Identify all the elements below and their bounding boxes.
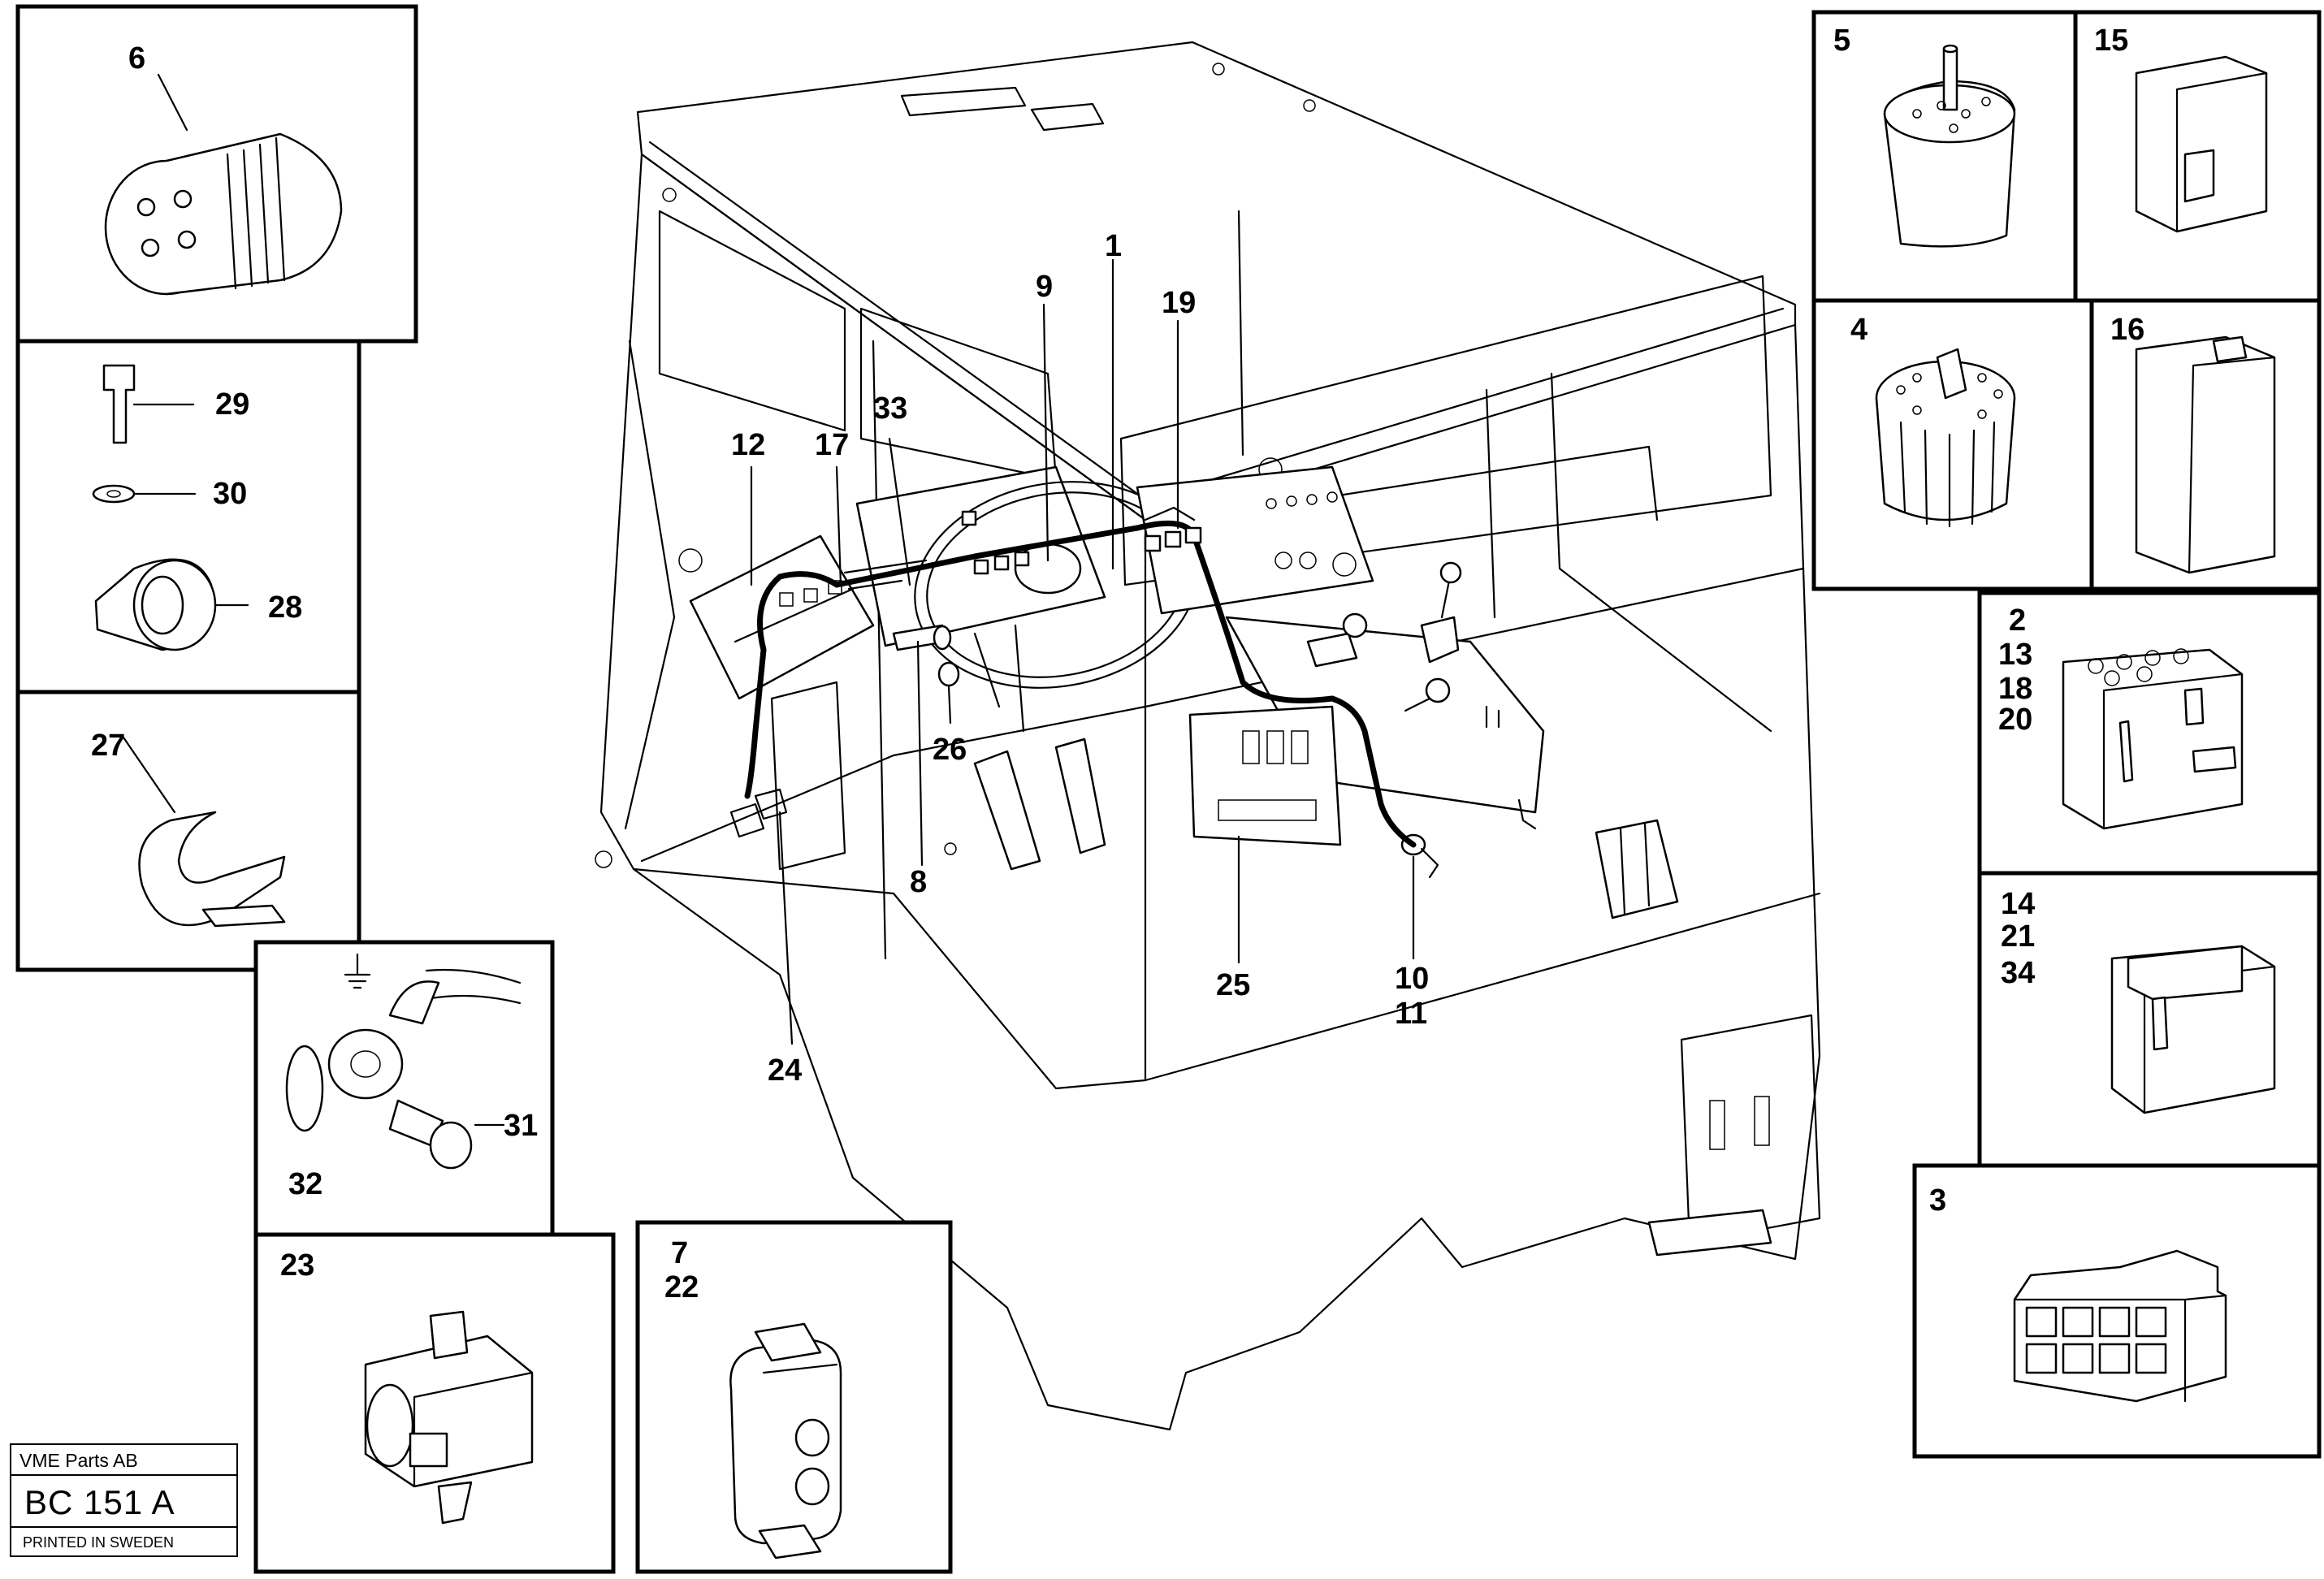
callout-4: 4 — [1850, 313, 1867, 347]
callout-15: 15 — [2094, 24, 2128, 58]
callout-26: 26 — [933, 733, 967, 767]
leader-lines — [750, 258, 1415, 1045]
detail-box-16 — [2089, 298, 2322, 591]
callout-1: 1 — [1105, 229, 1122, 263]
callout-29: 29 — [215, 387, 249, 422]
callout-34: 34 — [2001, 956, 2035, 990]
detail-box-7-22 — [635, 1220, 953, 1574]
print-note: PRINTED IN SWEDEN — [23, 1534, 175, 1551]
drawing-number: BC 151 A — [11, 1477, 236, 1528]
detail-box-14-21-34 — [1977, 871, 2322, 1168]
callout-16: 16 — [2110, 313, 2144, 347]
detail-box-2-13-18-20 — [1977, 591, 2322, 876]
callout-30: 30 — [213, 477, 247, 511]
title-block: VME Parts AB BC 151 A PRINTED IN SWEDEN — [10, 1443, 238, 1557]
callout-33: 33 — [873, 392, 907, 426]
callout-13: 13 — [1998, 638, 2032, 672]
callout-28: 28 — [268, 591, 302, 625]
callout-22: 22 — [664, 1270, 699, 1304]
callout-23: 23 — [280, 1248, 314, 1283]
callout-6: 6 — [128, 41, 145, 76]
callout-17: 17 — [815, 428, 849, 462]
detail-box-5 — [1811, 10, 2080, 303]
wire-harness — [744, 506, 1417, 848]
detail-box-31-32 — [253, 940, 555, 1237]
callout-32: 32 — [288, 1167, 322, 1201]
callout-24: 24 — [768, 1053, 802, 1088]
callout-5: 5 — [1833, 24, 1850, 58]
callout-25: 25 — [1216, 968, 1250, 1002]
callout-9: 9 — [1036, 270, 1053, 304]
detail-box-27 — [15, 690, 361, 972]
callout-12: 12 — [731, 428, 765, 462]
callout-19: 19 — [1162, 286, 1196, 320]
detail-box-15 — [2073, 10, 2322, 303]
callout-11: 11 — [1395, 997, 1427, 1031]
callout-10: 10 — [1395, 962, 1429, 996]
company-name: VME Parts AB — [11, 1445, 236, 1476]
callout-14: 14 — [2001, 887, 2035, 921]
callout-7: 7 — [671, 1236, 688, 1270]
callout-3: 3 — [1929, 1183, 1946, 1218]
detail-box-4 — [1811, 298, 2094, 591]
callout-2: 2 — [2009, 603, 2026, 638]
callout-8: 8 — [910, 865, 927, 899]
detail-box-28-29-30 — [15, 339, 361, 694]
callout-21: 21 — [2001, 919, 2035, 954]
detail-box-3 — [1912, 1163, 2322, 1459]
detail-box-6 — [15, 4, 418, 344]
callout-18: 18 — [1998, 672, 2032, 706]
callout-31: 31 — [504, 1109, 538, 1143]
callout-20: 20 — [1998, 703, 2032, 737]
detail-box-23 — [253, 1232, 616, 1574]
callout-labels: 6 29 30 28 27 31 32 23 7 22 1 9 19 33 12… — [91, 24, 2144, 1304]
callout-27: 27 — [91, 729, 125, 763]
